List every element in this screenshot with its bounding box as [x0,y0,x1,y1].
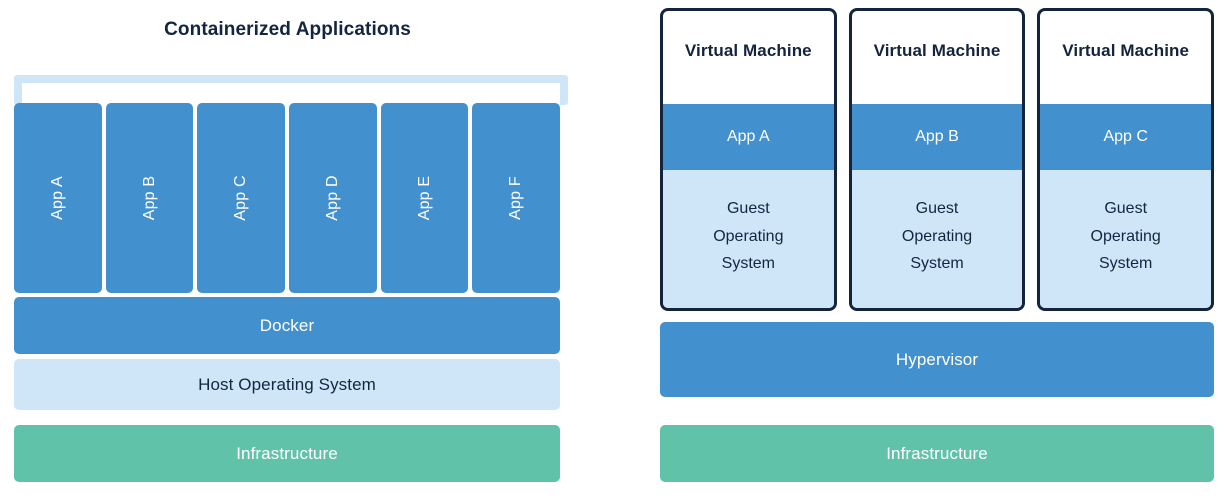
container-app-label: App B [140,175,158,221]
container-app-label: App E [415,175,433,221]
container-app-box[interactable]: App F [472,103,561,293]
layer-hypervisor[interactable]: Hypervisor [660,322,1214,397]
virtual-machine-row: Virtual Machine App A Guest Operating Sy… [660,8,1215,311]
container-app-box[interactable]: App C [197,103,286,293]
virtual-machine-box[interactable]: Virtual Machine App A Guest Operating Sy… [660,8,837,311]
layer-infrastructure-containers[interactable]: Infrastructure [14,425,560,482]
virtual-machines-diagram: Virtual Machine App A Guest Operating Sy… [658,0,1218,501]
container-app-label: App F [507,176,525,220]
virtual-machine-guest-os: Guest Operating System [1040,170,1212,308]
virtual-machine-app-label: App C [1040,104,1212,170]
containers-title: Containerized Applications [164,19,411,40]
layer-docker[interactable]: Docker [14,297,560,354]
virtual-machine-header: Virtual Machine [684,41,812,60]
container-app-box[interactable]: App B [105,103,194,293]
virtual-machine-box[interactable]: Virtual Machine App B Guest Operating Sy… [848,8,1026,311]
container-app-box[interactable]: App D [289,103,377,293]
layer-host-operating-system[interactable]: Host Operating System [14,359,560,410]
layer-infrastructure-vms[interactable]: Infrastructure [660,425,1214,482]
container-bracket-shape [14,75,568,113]
container-app-label: App D [323,175,341,221]
virtual-machine-app-label: App A [663,104,834,170]
virtual-machine-guest-os: Guest Operating System [663,170,834,308]
container-app-box[interactable]: App A [14,103,102,293]
containers-diagram: Containerized Applications App A App B A… [0,0,600,501]
virtual-machine-header: Virtual Machine [1062,41,1190,60]
virtual-machine-guest-os: Guest Operating System [851,170,1023,308]
virtual-machine-header: Virtual Machine [873,41,1001,60]
virtual-machine-app-label: App B [851,104,1023,170]
container-app-label: App C [232,175,250,221]
container-app-row: App A App B App C App D App E App F [14,103,561,293]
virtual-machine-box[interactable]: Virtual Machine App C Guest Operating Sy… [1037,8,1215,311]
container-app-label: App A [48,176,66,220]
container-app-box[interactable]: App E [380,103,469,293]
